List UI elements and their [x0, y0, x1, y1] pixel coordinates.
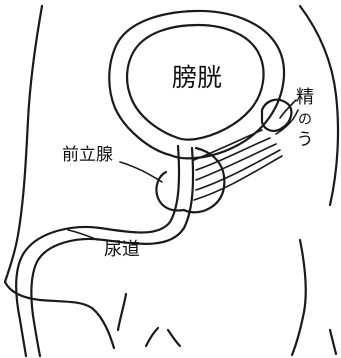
thigh-outline [118, 294, 336, 354]
bladder-label: 膀胱 [172, 63, 222, 92]
seminal-vesicle-label-line3: う [297, 130, 314, 150]
urethra-label: 尿道 [104, 239, 140, 260]
bladder: 膀胱 [109, 11, 284, 158]
seminal-vesicle-label-line2: の [298, 112, 312, 128]
seminal-vesicle-label-line1: 精 [296, 87, 314, 108]
prostate-label: 前立腺 [62, 145, 113, 165]
body-outline [5, 6, 338, 355]
